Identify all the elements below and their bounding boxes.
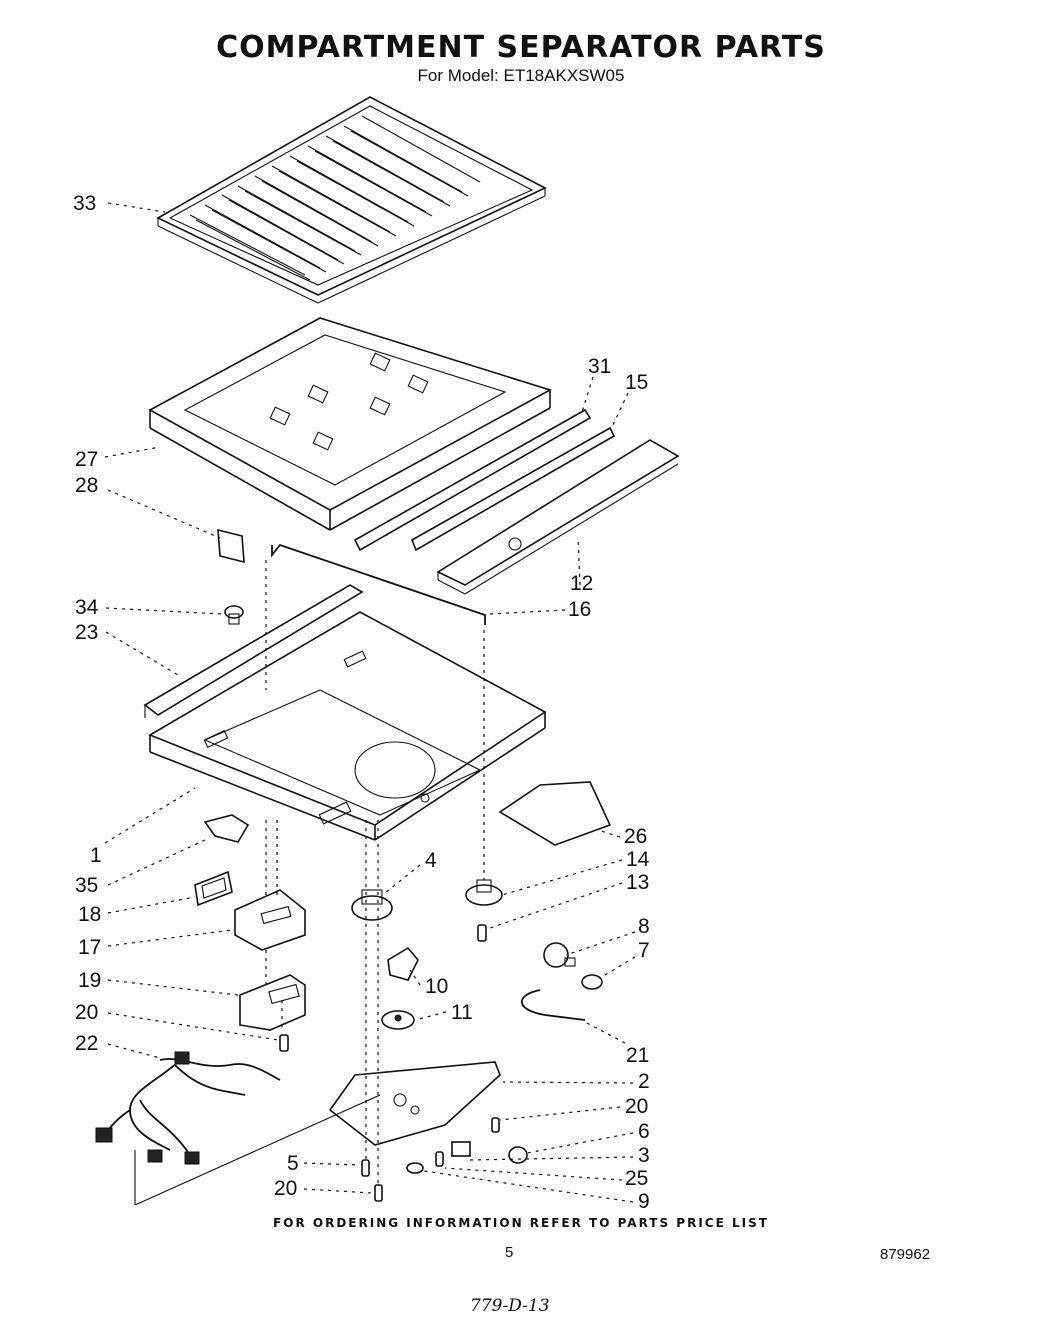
part-12-channel [436, 439, 680, 595]
callout-1: 1 [90, 844, 102, 867]
part-27-frame [148, 317, 553, 531]
assembly-guide-lines [134, 560, 485, 1206]
part-14-knob [465, 879, 503, 906]
callout-11: 11 [451, 1001, 473, 1024]
callout-14: 14 [626, 848, 650, 871]
callout-35: 35 [75, 874, 99, 897]
part-35-clip [203, 814, 250, 843]
part-9-grommet [406, 1162, 424, 1174]
ordering-info-note: FOR ORDERING INFORMATION REFER TO PARTS … [273, 1216, 769, 1230]
callout-26: 26 [624, 825, 648, 848]
callout-20-bottom: 20 [274, 1177, 298, 1200]
callout-16: 16 [568, 598, 592, 621]
part-25-screw [435, 1151, 444, 1167]
callout-8: 8 [638, 915, 650, 938]
part-22-wire-harness [95, 1051, 281, 1165]
part-34-grommet [224, 605, 244, 625]
callout-21: 21 [626, 1044, 650, 1067]
page-title: COMPARTMENT SEPARATOR PARTS [216, 30, 826, 65]
part-1-separator-pan [148, 611, 547, 841]
callout-33: 33 [73, 192, 97, 215]
callout-25: 25 [625, 1167, 649, 1190]
part-20-screw-right [491, 1117, 500, 1133]
part-18-bezel [194, 870, 233, 907]
callout-34: 34 [75, 596, 99, 619]
callout-20-left: 20 [75, 1001, 99, 1024]
callout-5: 5 [287, 1152, 299, 1175]
page-number: 5 [505, 1244, 514, 1261]
part-11-knob [381, 1010, 415, 1030]
part-31-strip [353, 408, 592, 552]
callout-3: 3 [638, 1144, 650, 1167]
part-26-insulation [498, 781, 612, 846]
callout-31: 31 [588, 355, 612, 378]
part-28-block [217, 528, 245, 564]
callout-17: 17 [78, 936, 102, 959]
part-15-strip [410, 426, 616, 552]
part-13-pin [477, 924, 487, 942]
callout-18: 18 [78, 903, 102, 926]
callout-23: 23 [75, 621, 99, 644]
part-33-grille [156, 96, 547, 304]
callout-22: 22 [75, 1032, 99, 1055]
handwritten-code: 779-D-13 [470, 1296, 550, 1316]
callout-6: 6 [638, 1120, 650, 1143]
part-3-switch [451, 1141, 471, 1157]
part-5-screw [361, 1159, 370, 1177]
part-7-socket [581, 974, 603, 990]
model-subtitle: For Model: ET18AKXSW05 [417, 66, 625, 85]
callout-15: 15 [625, 371, 649, 394]
part-23-bar [143, 584, 364, 718]
callout-27: 27 [75, 448, 99, 471]
part-8-bulb [543, 942, 576, 968]
part-19-switch-bracket [239, 974, 306, 1031]
callout-20-right: 20 [625, 1095, 649, 1118]
part-10-switch [387, 946, 419, 981]
document-number: 879962 [880, 1246, 931, 1263]
callout-4: 4 [425, 849, 437, 872]
part-20-screw-bottom [374, 1184, 383, 1202]
callout-28: 28 [75, 474, 99, 497]
callout-7: 7 [638, 939, 650, 962]
part-20-screw-left [279, 1034, 289, 1052]
part-2-base [328, 1061, 501, 1146]
part-17-housing [234, 889, 306, 951]
callout-2: 2 [638, 1070, 650, 1093]
part-21-wire [521, 989, 586, 1021]
callout-9: 9 [638, 1190, 650, 1213]
part-4-bearing [351, 889, 393, 921]
callout-12: 12 [570, 572, 594, 595]
callout-19: 19 [78, 969, 102, 992]
callout-13: 13 [626, 871, 650, 894]
part-6-connector [508, 1146, 528, 1164]
callout-10: 10 [425, 975, 449, 998]
callout-leaders [104, 202, 636, 1203]
part-16-wire-loop [271, 543, 486, 625]
